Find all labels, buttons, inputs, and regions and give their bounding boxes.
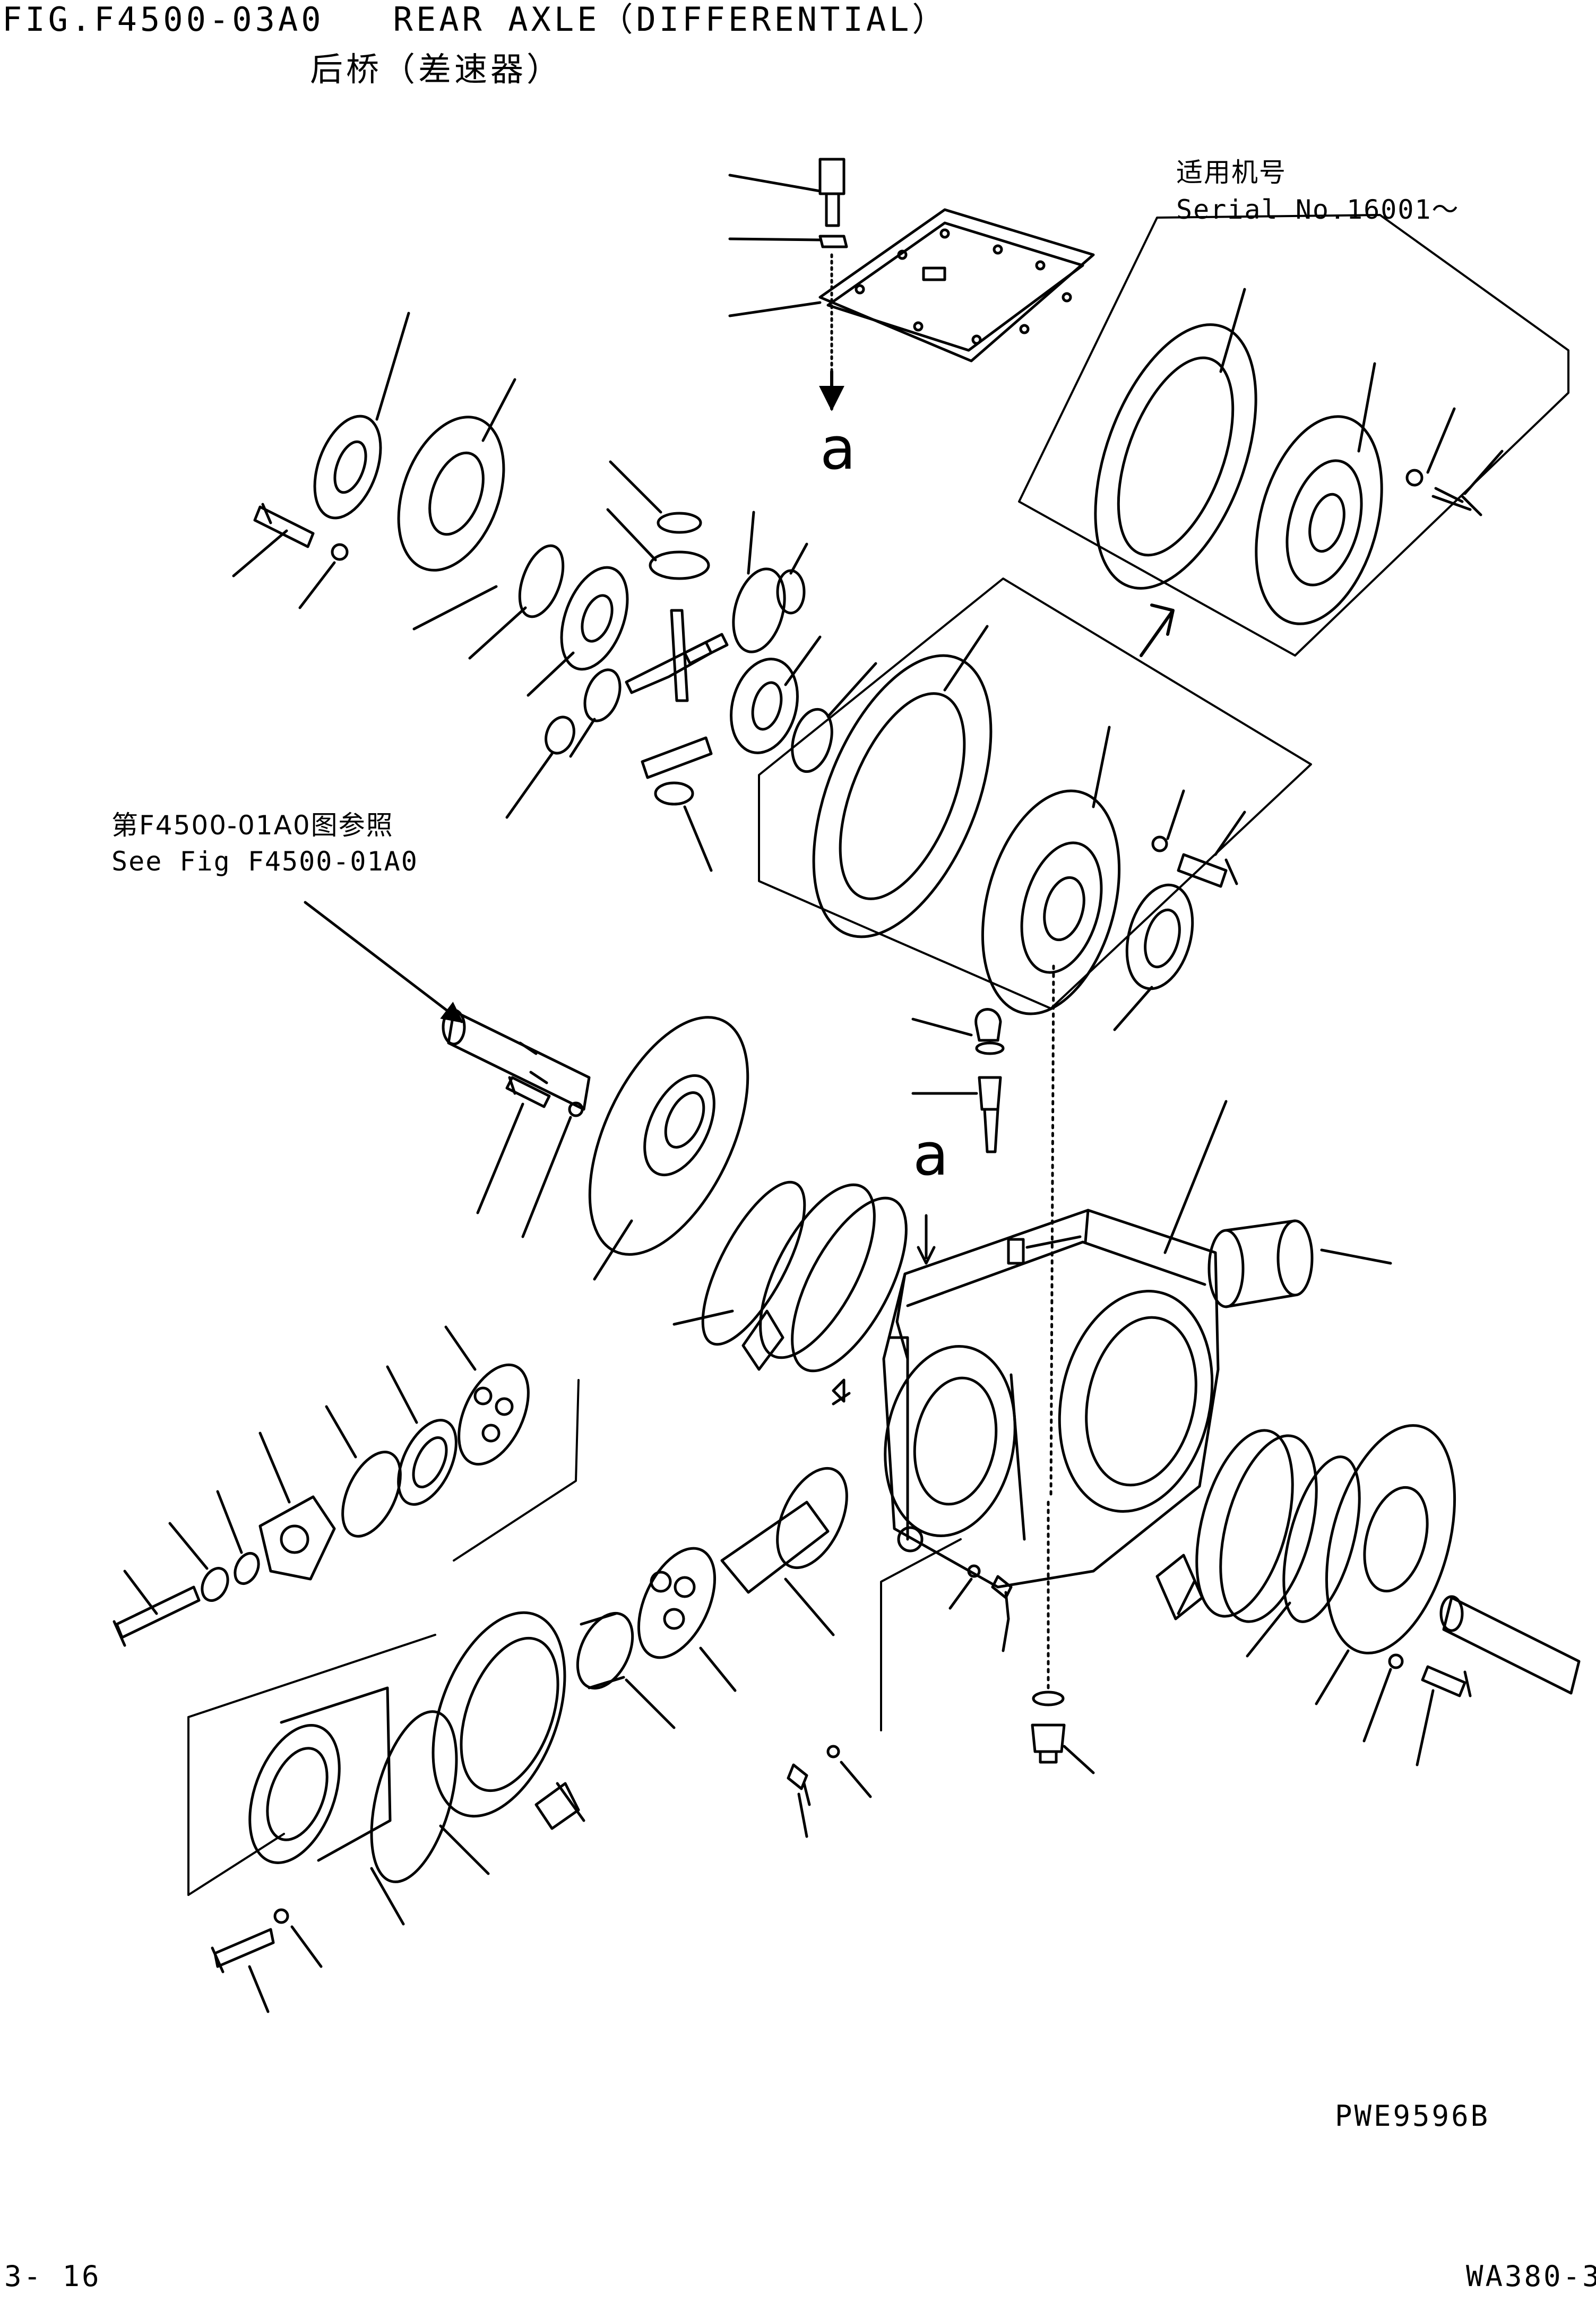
shim-pack-lower bbox=[408, 1594, 590, 1834]
left-case-bolt bbox=[255, 504, 313, 547]
marker-a-mid: a bbox=[913, 1120, 949, 1188]
right-bearing-cage bbox=[1304, 1411, 1477, 1704]
breather-cap bbox=[913, 1010, 1003, 1054]
page-number: 3- 16 bbox=[4, 2260, 101, 2293]
housing-side-bolt bbox=[950, 1566, 1011, 1651]
inset-ring-gear bbox=[1064, 303, 1288, 610]
housing-plug bbox=[1008, 1237, 1080, 1263]
pinion-right bbox=[725, 512, 807, 658]
flange-washer bbox=[218, 1491, 263, 1588]
right-shim-pack bbox=[1178, 1420, 1334, 1632]
model-code: WA380-3 bbox=[1466, 2260, 1596, 2293]
chinese-title: 后桥（差速器） bbox=[310, 50, 563, 89]
pinion-upper bbox=[608, 462, 709, 579]
serial-inset-group bbox=[1019, 215, 1568, 656]
right-shaft bbox=[1441, 1597, 1579, 1693]
cover-plate bbox=[820, 210, 1093, 361]
cage-bolt-lower bbox=[212, 1910, 321, 2012]
see-fig-note-english: See Fig F4500-01A0 bbox=[111, 846, 418, 877]
serial-note-english: Serial No.16001～ bbox=[1176, 194, 1460, 225]
inset-diff-case bbox=[1235, 402, 1403, 637]
inset-bolt bbox=[1433, 488, 1481, 515]
side-gear-right bbox=[721, 637, 820, 760]
thrust-washer-left bbox=[470, 540, 572, 658]
cover-washer bbox=[820, 236, 847, 247]
spider-cross bbox=[626, 610, 727, 701]
oil-seal bbox=[386, 1367, 468, 1513]
pinion-lower bbox=[642, 738, 711, 870]
flange-bolt bbox=[114, 1571, 199, 1645]
thrust-washer-small bbox=[571, 665, 626, 756]
o-ring-cage bbox=[674, 1169, 824, 1358]
thrust-washer-right bbox=[786, 663, 876, 776]
shim-pack-upper bbox=[737, 1168, 929, 1387]
right-o-ring bbox=[1247, 1449, 1374, 1656]
coupling-flange bbox=[260, 1433, 334, 1579]
drawing-code: PWE9596B bbox=[1335, 2099, 1490, 2133]
input-shaft bbox=[443, 1010, 589, 1109]
see-fig-note-chinese: 第F4500-01A0图参照 bbox=[111, 810, 394, 841]
cage-o-ring bbox=[356, 1703, 488, 1891]
cover-plate-group bbox=[730, 159, 1093, 411]
cover-bolt bbox=[820, 159, 844, 226]
breather-valve bbox=[913, 1077, 1000, 1152]
diff-case-half bbox=[960, 727, 1142, 1029]
pinion-gear bbox=[722, 1458, 861, 1635]
left-bearing-cone bbox=[302, 313, 409, 527]
housing-front-bolt bbox=[788, 1746, 870, 1837]
bearing-cup bbox=[1209, 1221, 1391, 1307]
housing-drain-plug bbox=[1032, 1692, 1093, 1773]
left-case-half bbox=[379, 380, 523, 585]
pinion-cage bbox=[232, 1688, 403, 1924]
pinion-collar bbox=[567, 1605, 674, 1728]
cage-bolt bbox=[507, 1077, 549, 1107]
pinion-bearing bbox=[623, 1537, 735, 1691]
serial-note-chinese: 适用机号 bbox=[1176, 157, 1287, 188]
right-cage-bolt bbox=[1364, 1655, 1470, 1765]
figure-title: FIG.F4500-03A0 REAR AXLE（DIFFERENTIAL） bbox=[2, 0, 948, 39]
flange-nut bbox=[170, 1523, 232, 1605]
ring-gear bbox=[778, 626, 1026, 962]
diff-bearing-right bbox=[1115, 877, 1203, 1030]
dust-seal bbox=[326, 1407, 412, 1545]
diff-case-bolt bbox=[1178, 855, 1237, 886]
bearing-cage bbox=[557, 994, 780, 1279]
outer-bearing bbox=[445, 1327, 542, 1475]
axle-housing bbox=[871, 1210, 1232, 1587]
side-gear-left bbox=[528, 558, 640, 695]
diff-case-bracket bbox=[759, 579, 1311, 1008]
marker-a-top: a bbox=[820, 415, 856, 482]
